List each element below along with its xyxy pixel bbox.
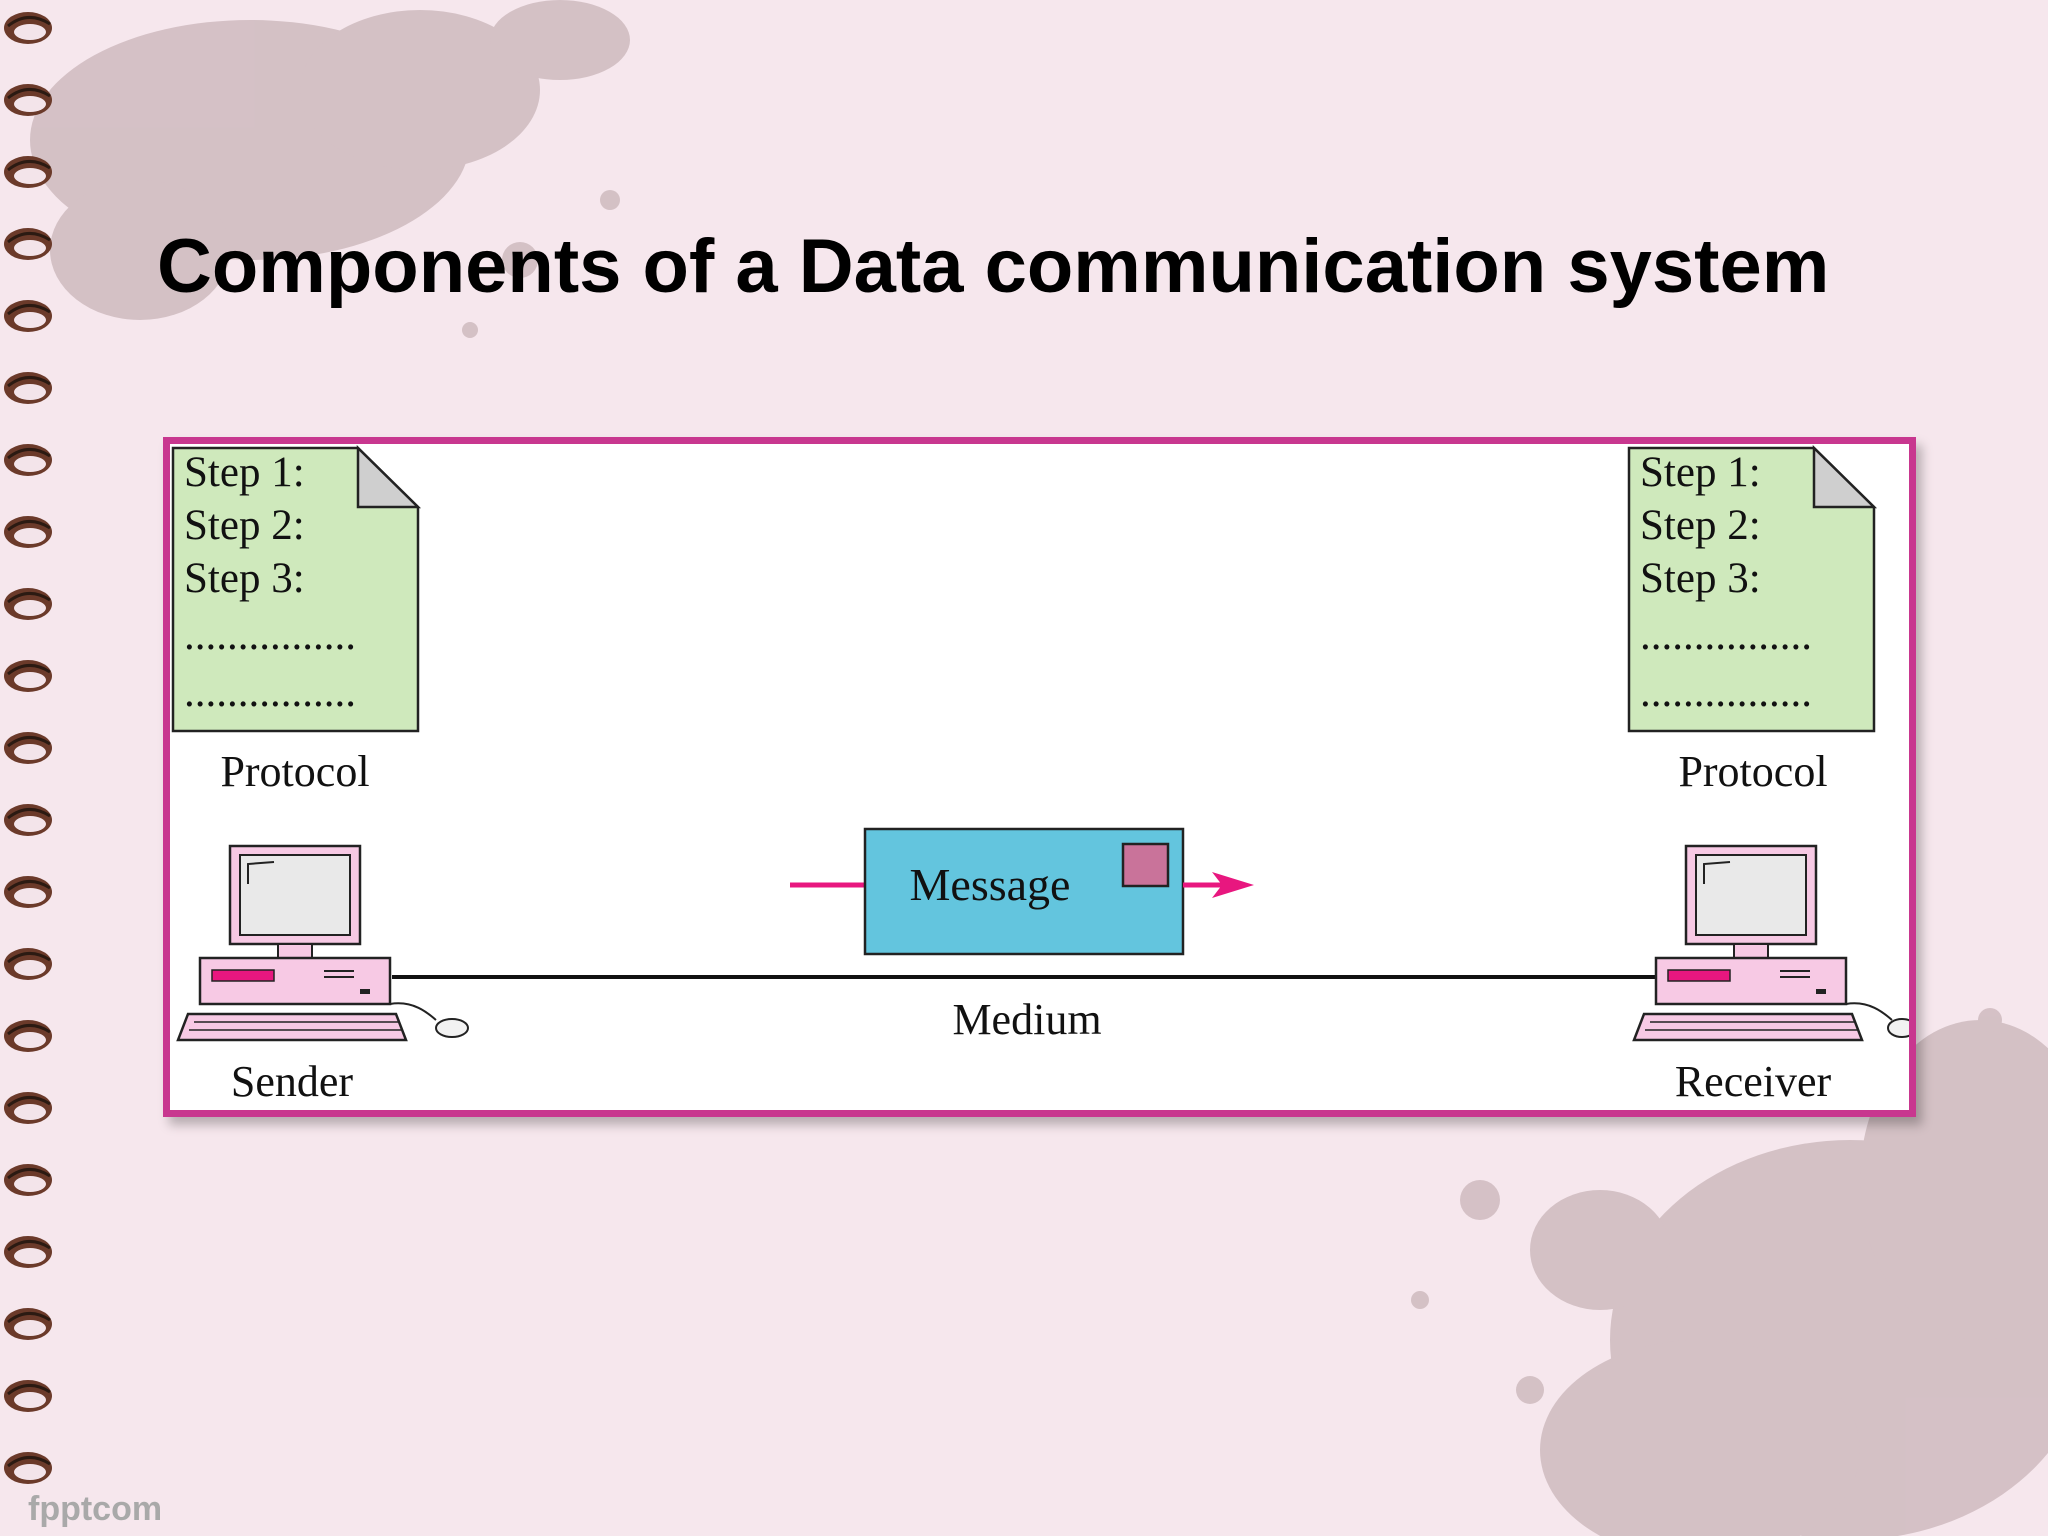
receiver-step-dots-2: ................ [1640, 669, 1812, 716]
message-envelope: Message [863, 827, 1185, 956]
binding-ring-icon [4, 732, 52, 764]
receiver-step-dots-1: ................ [1640, 612, 1812, 659]
receiver-label: Receiver [1675, 1057, 1832, 1106]
binding-ring-icon [4, 1236, 52, 1268]
binding-ring-icon [4, 1020, 52, 1052]
binding-ring-icon [4, 1092, 52, 1124]
slide-title: Components of a Data communication syste… [157, 224, 1830, 309]
binding-ring-icon [4, 588, 52, 620]
sender-step-2: Step 2: [184, 502, 305, 549]
message-arrow-head [1183, 872, 1254, 898]
binding-ring-icon [4, 948, 52, 980]
binding-ring-icon [4, 1308, 52, 1340]
sender-computer-icon [176, 844, 469, 1042]
receiver-step-2: Step 2: [1640, 502, 1761, 549]
binding-ring-icon [4, 84, 52, 116]
diagram-panel: Step 1: Step 2: Step 3: ................… [163, 437, 1916, 1117]
watermark: fpptcom [28, 1490, 163, 1528]
binding-ring-icon [4, 156, 52, 188]
stamp-icon [1121, 842, 1170, 888]
binding-ring-icon [4, 12, 52, 44]
ink-splatter-bottom [1411, 1008, 2048, 1536]
communication-diagram: Step 1: Step 2: Step 3: ................… [171, 445, 1909, 1106]
sender-step-dots-2: ................ [184, 669, 356, 716]
binding-ring-icon [4, 228, 52, 260]
sender-step-3: Step 3: [184, 555, 305, 602]
binding-ring-icon [4, 372, 52, 404]
binding-rings [4, 12, 52, 1484]
binding-ring-icon [4, 516, 52, 548]
binding-ring-icon [4, 1452, 52, 1484]
binding-ring-icon [4, 300, 52, 332]
message-label: Message [910, 859, 1071, 910]
sender-step-1: Step 1: [184, 449, 305, 496]
binding-ring-icon [4, 1164, 52, 1196]
receiver-step-3: Step 3: [1640, 555, 1761, 602]
binding-ring-icon [4, 1380, 52, 1412]
binding-ring-icon [4, 444, 52, 476]
sender-step-dots-1: ................ [184, 612, 356, 659]
receiver-protocol-document: Step 1: Step 2: Step 3: ................… [1627, 445, 1878, 733]
medium-label: Medium [952, 995, 1101, 1044]
binding-ring-icon [4, 876, 52, 908]
binding-ring-icon [4, 660, 52, 692]
receiver-computer-icon [1632, 844, 1909, 1042]
sender-label: Sender [231, 1057, 354, 1106]
sender-protocol-label: Protocol [220, 747, 369, 796]
receiver-protocol-label: Protocol [1678, 747, 1827, 796]
ink-splatter-top [30, 0, 630, 338]
binding-ring-icon [4, 804, 52, 836]
receiver-step-1: Step 1: [1640, 449, 1761, 496]
sender-protocol-document: Step 1: Step 2: Step 3: ................… [171, 445, 422, 733]
